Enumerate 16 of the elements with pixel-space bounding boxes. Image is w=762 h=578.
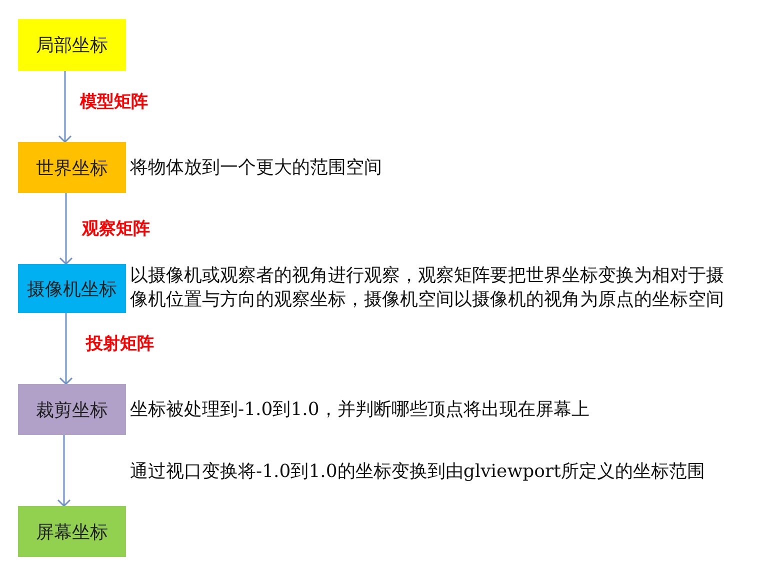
description-text: 坐标被处理到-1.0到1.0，并判断哪些顶点将出现在屏幕上 (130, 398, 590, 422)
edge-label: 投射矩阵 (86, 333, 154, 356)
process-box: 摄像机坐标 (18, 264, 126, 313)
edge-label: 观察矩阵 (82, 218, 150, 241)
process-box: 裁剪坐标 (18, 384, 126, 435)
description-text: 将物体放到一个更大的范围空间 (130, 156, 383, 180)
description-text: 以摄像机或观察者的视角进行观察，观察矩阵要把世界坐标变换为相对于摄像机位置与方向的观察坐标，摄像机空间以摄像机的视角为原点的坐标空间 (130, 264, 725, 312)
arrow (59, 313, 73, 385)
arrow (57, 435, 71, 507)
description-text: 通过视口变换将-1.0到1.0的坐标变换到由glviewport所定义的坐标范围 (130, 460, 706, 484)
process-box: 局部坐标 (18, 19, 126, 71)
edge-label: 模型矩阵 (80, 91, 148, 114)
process-box: 世界坐标 (18, 142, 126, 193)
arrow (58, 71, 72, 143)
arrow (59, 193, 73, 265)
process-box: 屏幕坐标 (18, 506, 126, 557)
